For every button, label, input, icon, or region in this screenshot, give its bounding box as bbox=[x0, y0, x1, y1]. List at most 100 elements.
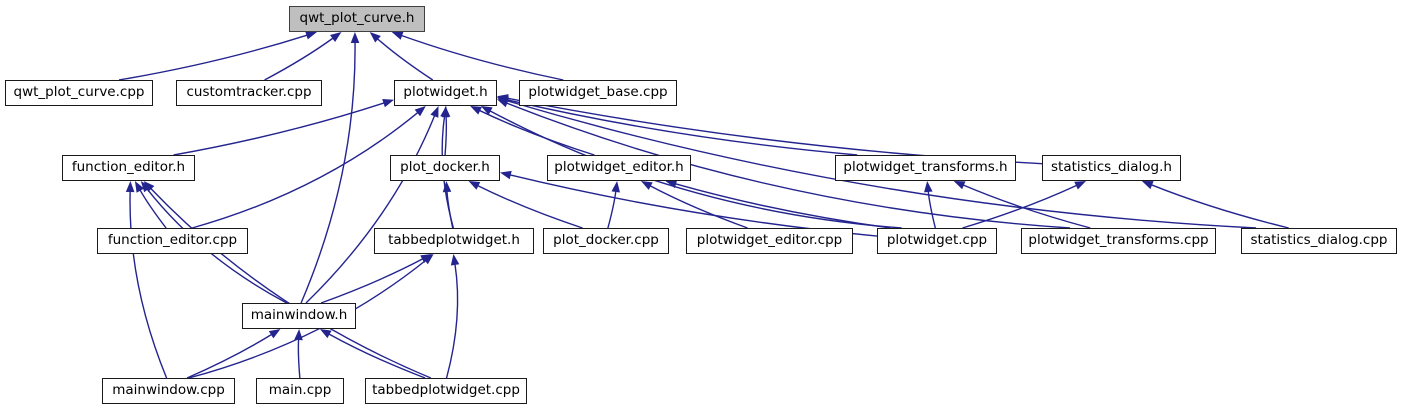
node-qwt-plot-curve-cpp[interactable]: qwt_plot_curve.cpp bbox=[5, 80, 153, 106]
node-label: function_editor.h bbox=[71, 159, 186, 176]
edge-plotwidget-editor-cpp-to-plotwidget-editor-h bbox=[649, 185, 748, 229]
node-label: qwt_plot_curve.h bbox=[299, 10, 415, 27]
edge-plotwidget-transforms-h-to-plotwidget-h bbox=[506, 99, 858, 156]
edge-arrowhead bbox=[305, 31, 317, 40]
edge-arrowhead bbox=[422, 254, 434, 265]
node-label: plotwidget_base.cpp bbox=[528, 84, 668, 101]
node-plotwidget-base-cpp[interactable]: plotwidget_base.cpp bbox=[519, 80, 677, 106]
edge-function-editor-cpp-to-function-editor-h bbox=[139, 189, 167, 229]
node-label: statistics_dialog.h bbox=[1051, 159, 1172, 176]
node-plotwidget-h[interactable]: plotwidget.h bbox=[394, 80, 497, 106]
node-customtracker-cpp[interactable]: customtracker.cpp bbox=[176, 80, 322, 106]
edge-plotwidget-cpp-to-plotwidget-editor-h bbox=[674, 183, 891, 229]
node-function-editor-h[interactable]: function_editor.h bbox=[62, 155, 195, 181]
edge-plot-docker-cpp-to-plot-docker-h bbox=[477, 184, 583, 229]
edge-arrowhead bbox=[468, 181, 481, 190]
node-statistics-dialog-h[interactable]: statistics_dialog.h bbox=[1042, 155, 1181, 181]
edge-mainwindow-h-to-plotwidget-h bbox=[305, 115, 436, 304]
edge-arrowhead bbox=[430, 106, 439, 118]
node-label: statistics_dialog.cpp bbox=[1250, 232, 1388, 249]
edge-plotwidget-cpp-to-statistics-dialog-h bbox=[962, 184, 1078, 229]
edge-arrowhead bbox=[382, 99, 394, 108]
edge-plotwidget-cpp-to-plotwidget-h bbox=[489, 110, 902, 229]
edge-customtracker-cpp-to-qwt-plot-curve-h bbox=[264, 37, 334, 81]
edge-plotwidget-transforms-cpp-to-plotwidget-h bbox=[506, 102, 1071, 229]
node-label: function_editor.cpp bbox=[107, 232, 238, 249]
node-plot-docker-h[interactable]: plot_docker.h bbox=[390, 155, 500, 181]
edge-tabbedplotwidget-h-to-plot-docker-h bbox=[446, 190, 454, 229]
edge-function-editor-h-to-plotwidget-h bbox=[173, 102, 385, 156]
edge-arrowhead bbox=[640, 181, 653, 190]
node-label: plotwidget_editor.cpp bbox=[696, 232, 843, 249]
node-mainwindow-h[interactable]: mainwindow.h bbox=[242, 303, 356, 329]
edge-arrowhead bbox=[442, 181, 452, 193]
edge-mainwindow-cpp-to-mainwindow-h bbox=[186, 333, 273, 379]
node-plotwidget-editor-cpp[interactable]: plotwidget_editor.cpp bbox=[686, 228, 853, 254]
edge-arrowhead bbox=[953, 181, 966, 190]
node-main-cpp[interactable]: main.cpp bbox=[256, 378, 344, 404]
edge-arrowhead bbox=[611, 181, 621, 193]
node-plotwidget-cpp[interactable]: plotwidget.cpp bbox=[877, 228, 997, 254]
edge-statistics-dialog-cpp-to-statistics-dialog-h bbox=[1150, 184, 1289, 229]
edge-arrowhead bbox=[319, 329, 332, 339]
edge-arrowhead bbox=[330, 32, 342, 42]
edge-plotwidget-base-cpp-to-qwt-plot-curve-h bbox=[400, 34, 564, 81]
edge-arrowhead bbox=[369, 32, 381, 43]
edge-statistics-dialog-h-to-plotwidget-h bbox=[506, 97, 1043, 165]
node-qwt-plot-curve-h[interactable]: qwt_plot_curve.h bbox=[289, 6, 425, 32]
edge-arrowhead bbox=[924, 181, 933, 193]
node-label: mainwindow.cpp bbox=[112, 382, 225, 399]
edge-mainwindow-h-to-tabbedplotwidget-h bbox=[320, 258, 424, 304]
node-label: plotwidget.h bbox=[403, 84, 488, 101]
node-label: customtracker.cpp bbox=[186, 84, 312, 101]
node-label: mainwindow.h bbox=[250, 307, 348, 324]
node-tabbedplotwidget-h[interactable]: tabbedplotwidget.h bbox=[374, 228, 534, 254]
node-label: plotwidget_editor.h bbox=[554, 159, 684, 176]
node-plotwidget-transforms-h[interactable]: plotwidget_transforms.h bbox=[835, 155, 1016, 181]
node-label: main.cpp bbox=[268, 382, 332, 399]
edge-function-editor-cpp-to-plotwidget-h bbox=[191, 111, 419, 229]
node-label: plotwidget.cpp bbox=[886, 232, 988, 249]
edge-arrowhead bbox=[470, 106, 482, 115]
node-plotwidget-transforms-cpp[interactable]: plotwidget_transforms.cpp bbox=[1021, 228, 1216, 254]
edge-plotwidget-editor-h-to-plotwidget-h bbox=[478, 109, 595, 156]
edge-plotwidget-cpp-to-plotwidget-transforms-h bbox=[927, 190, 937, 229]
node-function-editor-cpp[interactable]: function_editor.cpp bbox=[97, 228, 248, 254]
node-label: plotwidget_transforms.cpp bbox=[1028, 232, 1209, 249]
edge-arrowhead bbox=[480, 106, 493, 115]
node-label: plot_docker.cpp bbox=[553, 232, 659, 249]
edge-arrowhead bbox=[500, 170, 512, 180]
edge-plot-docker-cpp-to-plotwidget-editor-h bbox=[607, 190, 617, 229]
node-label: qwt_plot_curve.cpp bbox=[13, 84, 145, 101]
edge-arrowhead bbox=[1074, 181, 1087, 190]
edge-arrowhead bbox=[497, 96, 509, 106]
edge-tabbedplotwidget-cpp-to-tabbedplotwidget-h bbox=[445, 263, 459, 379]
edge-tabbedplotwidget-cpp-to-function-editor-h bbox=[150, 187, 432, 379]
edge-arrowhead bbox=[143, 181, 155, 192]
edge-arrowhead bbox=[140, 181, 151, 193]
edge-mainwindow-h-to-qwt-plot-curve-h bbox=[300, 41, 356, 304]
node-label: plot_docker.h bbox=[400, 159, 490, 176]
edge-arrowhead bbox=[450, 254, 460, 266]
edge-arrowhead bbox=[268, 329, 281, 339]
edge-arrowhead bbox=[350, 32, 360, 44]
node-plotwidget-editor-h[interactable]: plotwidget_editor.h bbox=[547, 155, 691, 181]
node-label: plotwidget_transforms.h bbox=[843, 159, 1008, 176]
edge-mainwindow-cpp-to-tabbedplotwidget-h bbox=[188, 259, 427, 379]
node-statistics-dialog-cpp[interactable]: statistics_dialog.cpp bbox=[1241, 228, 1397, 254]
edge-arrowhead bbox=[1141, 181, 1154, 190]
edge-arrowhead bbox=[134, 181, 145, 193]
edge-arrowhead bbox=[294, 329, 303, 341]
node-tabbedplotwidget-cpp[interactable]: tabbedplotwidget.cpp bbox=[365, 378, 527, 404]
node-mainwindow-cpp[interactable]: mainwindow.cpp bbox=[102, 378, 235, 404]
edge-arrowhead bbox=[414, 106, 426, 117]
edge-arrowhead bbox=[440, 106, 449, 118]
node-plot-docker-cpp[interactable]: plot_docker.cpp bbox=[543, 228, 669, 254]
edge-plotwidget-h-to-qwt-plot-curve-h bbox=[376, 38, 434, 81]
edge-arrowhead bbox=[391, 31, 404, 40]
edge-plotwidget-cpp-to-plot-docker-h bbox=[509, 174, 878, 237]
node-label: tabbedplotwidget.h bbox=[388, 232, 520, 249]
edge-arrowhead bbox=[665, 179, 678, 189]
